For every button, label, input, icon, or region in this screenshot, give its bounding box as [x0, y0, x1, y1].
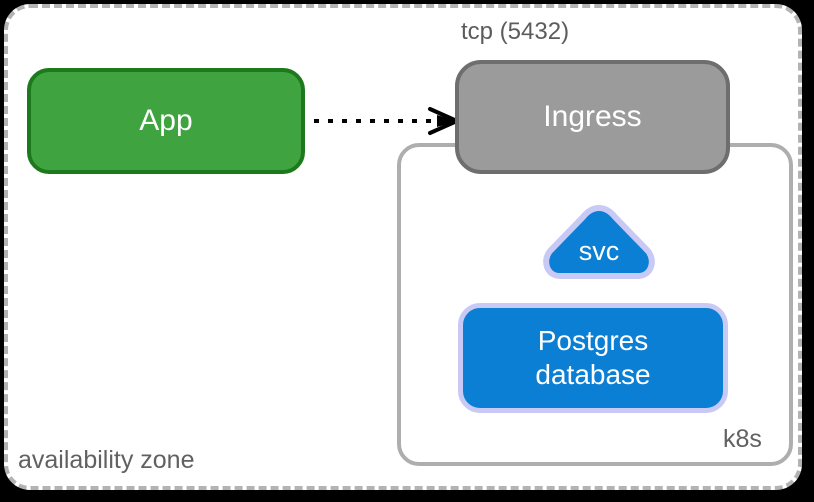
node-postgres-label-line1: Postgres — [537, 324, 649, 356]
edge-label-tcp-port: tcp (5432) — [461, 18, 570, 45]
zone-k8s-label: k8s — [723, 425, 762, 453]
node-app-label: App — [139, 104, 193, 137]
node-svc[interactable]: svc — [538, 203, 660, 281]
node-svc-shape — [543, 205, 655, 279]
node-ingress-label: Ingress — [543, 100, 642, 133]
edge-app-to-ingress — [300, 100, 462, 142]
node-app[interactable]: App — [27, 68, 305, 174]
node-postgres-label-line2: database — [535, 359, 651, 390]
node-postgres-database[interactable]: Postgres database — [458, 303, 728, 413]
node-ingress[interactable]: Ingress — [455, 60, 730, 174]
edge-app-to-ingress-line — [300, 107, 462, 135]
zone-availability-zone-label: availability zone — [18, 446, 195, 474]
